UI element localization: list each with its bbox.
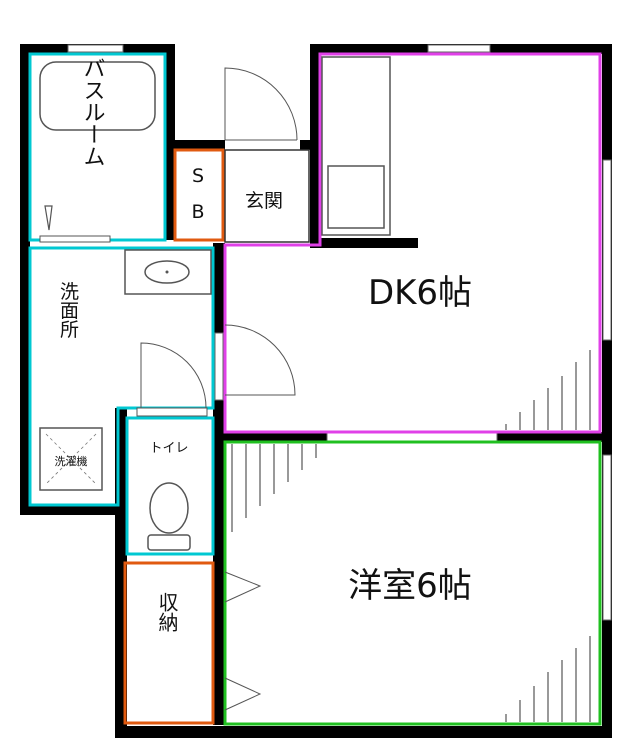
svg-text:洗面所: 洗面所	[57, 281, 79, 338]
svg-text:収納: 収納	[155, 592, 179, 632]
shoebox-outline	[173, 148, 225, 242]
entrance-outline	[224, 149, 310, 243]
dk-outline	[223, 52, 602, 434]
wash-basin-counter	[124, 249, 212, 295]
washing-machine	[39, 427, 103, 491]
shoebox-label-s: S	[192, 165, 204, 187]
kitchen-sink	[327, 165, 385, 229]
western-hatch-bottom	[505, 636, 591, 722]
entrance-label: 玄関	[245, 190, 283, 212]
storage-door-top	[224, 571, 262, 603]
toilet-tank	[147, 534, 191, 551]
toilet-door-frame	[136, 407, 208, 417]
bath-door	[44, 205, 53, 231]
toilet-outline	[125, 416, 215, 556]
walls	[20, 44, 612, 738]
western-room-outline	[223, 440, 602, 726]
washroom-label: 洗面所	[57, 281, 79, 338]
washing-machine-label: 洗濯機	[55, 454, 88, 468]
dk-hatch	[505, 350, 591, 430]
storage-label: 収納	[155, 592, 179, 632]
washroom-outline	[28, 246, 215, 507]
dk-door-swing	[224, 324, 296, 396]
wash-basin	[144, 260, 190, 284]
entrance-door-swing	[224, 67, 298, 141]
bathroom-label: バスルーム	[80, 57, 105, 167]
dk-label: DK6帖	[368, 273, 472, 313]
storage-door-bottom	[224, 677, 262, 711]
shoebox-label-b: B	[191, 201, 204, 223]
western-hatch-top	[231, 444, 317, 532]
bath-door-frame	[39, 235, 111, 243]
western-room-label: 洋室6帖	[348, 566, 472, 606]
toilet-bowl	[149, 482, 189, 534]
storage-outline	[123, 561, 215, 725]
svg-text:バスルーム: バスルーム	[80, 57, 105, 167]
kitchen-counter	[321, 56, 391, 236]
toilet-label: トイレ	[149, 441, 188, 456]
bathtub	[39, 61, 156, 131]
washroom-door-swing	[140, 342, 207, 409]
windows	[67, 44, 612, 621]
